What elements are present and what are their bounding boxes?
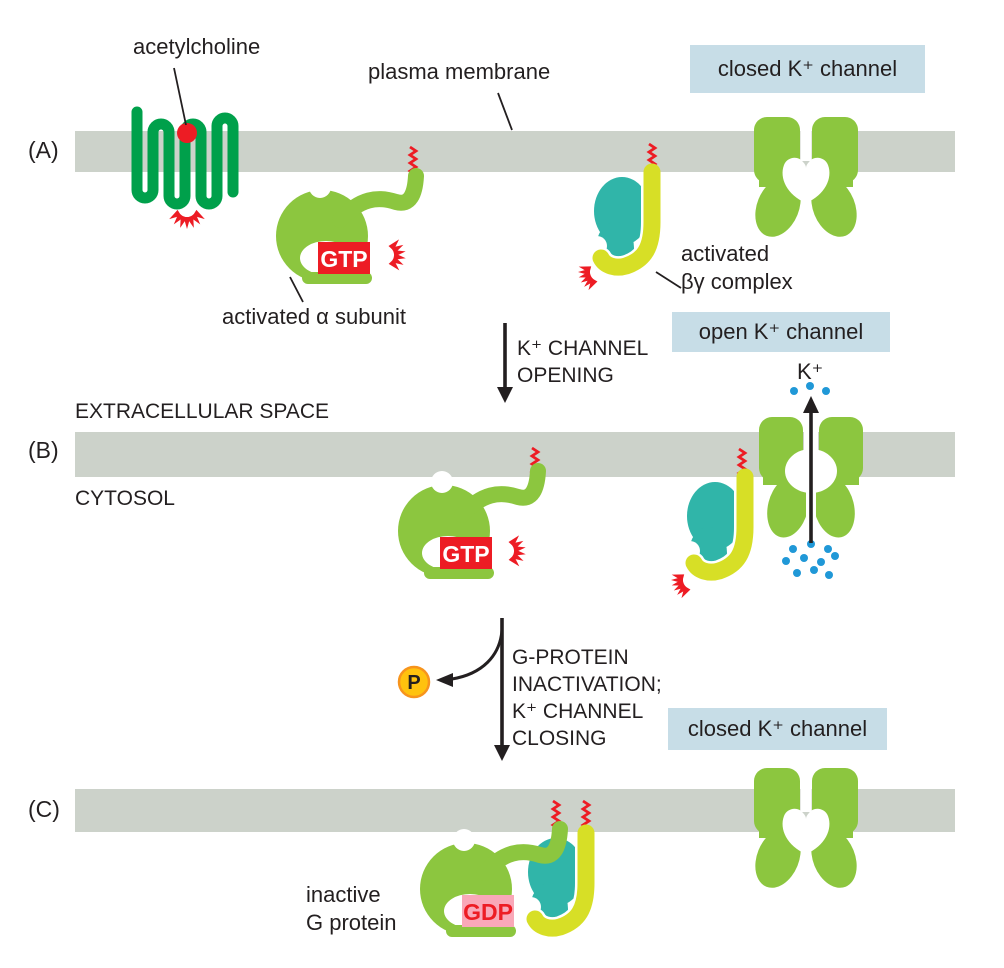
gtp-box-b xyxy=(440,537,492,569)
phosphate-circle xyxy=(397,665,431,699)
gtp-label-b: GTP xyxy=(442,541,489,567)
phosphate-group: P xyxy=(397,665,431,699)
panel-c-letter: (C) xyxy=(28,796,60,822)
gdp-label: GDP xyxy=(463,899,513,925)
gtp-box-a xyxy=(318,242,370,274)
gtp-label-a: GTP xyxy=(320,246,367,272)
inactive-g-protein: GDP xyxy=(420,799,589,937)
acetylcholine-leader xyxy=(173,67,187,126)
phosphate-label: P xyxy=(407,672,420,694)
gdp-box xyxy=(462,895,514,927)
cytosol-label: CYTOSOL xyxy=(75,487,175,510)
alpha-b-spikes xyxy=(508,533,527,569)
alpha-label-leader xyxy=(289,276,304,303)
alpha-subunit-b: GTP xyxy=(398,446,538,579)
step1-label: K⁺ CHANNEL OPENING xyxy=(517,337,649,387)
k-flux-arrow xyxy=(803,396,819,543)
receptor-activation-spikes xyxy=(167,209,207,229)
step1-arrow xyxy=(497,323,513,403)
closed-k-channel-a xyxy=(746,117,866,244)
betagamma-b-spikes xyxy=(670,571,691,600)
activated-betagamma-label: activated βγ complex xyxy=(681,241,793,294)
panel-a-letter: (A) xyxy=(28,137,59,163)
inactive-g-label: inactive G protein xyxy=(306,882,397,935)
alpha-subunit-a: GTP xyxy=(276,145,416,284)
k-ions-above xyxy=(790,382,830,395)
open-channel-callout: open K⁺ channel xyxy=(672,312,890,352)
plasma-membrane-leader xyxy=(497,92,513,131)
extracellular-label: EXTRACELLULAR SPACE xyxy=(75,400,330,423)
acetylcholine-ligand xyxy=(177,123,197,143)
alpha-a-spikes xyxy=(388,237,407,273)
closed-channel-callout-c: closed K⁺ channel xyxy=(668,708,887,750)
activated-alpha-label: activated α subunit xyxy=(222,304,406,329)
step2-label: G-PROTEIN INACTIVATION; K⁺ CHANNEL CLOSI… xyxy=(512,646,662,750)
betagamma-label-leader xyxy=(655,271,682,289)
acetylcholine-label: acetylcholine xyxy=(133,34,261,59)
plasma-membrane-label: plasma membrane xyxy=(368,59,551,84)
closed-channel-callout-a: closed K⁺ channel xyxy=(690,45,925,93)
step2-arrow xyxy=(436,618,510,761)
panel-b-letter: (B) xyxy=(28,437,59,463)
k-ion-label: K⁺ xyxy=(797,359,824,384)
closed-k-channel-c xyxy=(746,768,866,895)
gpcr-receptor xyxy=(131,106,239,229)
k-ions-below xyxy=(782,540,839,579)
